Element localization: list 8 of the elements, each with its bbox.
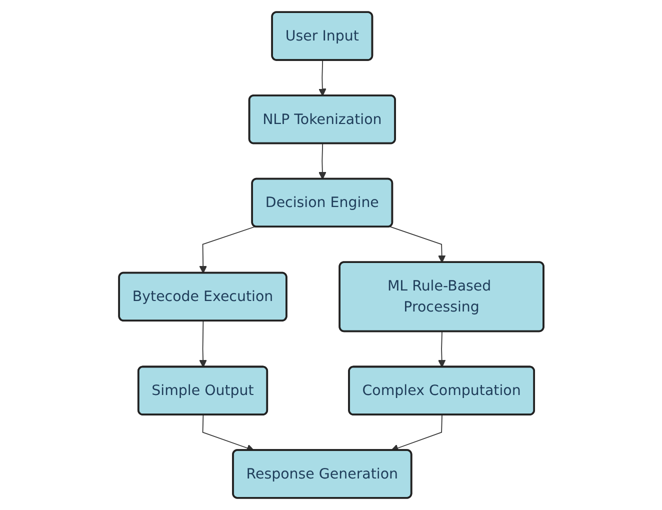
arrow xyxy=(202,414,254,452)
arrow xyxy=(318,60,326,96)
arrow xyxy=(198,320,207,368)
arrow xyxy=(318,143,326,180)
arrow xyxy=(438,331,446,368)
arrow xyxy=(198,226,256,274)
arrow xyxy=(390,414,442,452)
arrow xyxy=(389,226,446,263)
